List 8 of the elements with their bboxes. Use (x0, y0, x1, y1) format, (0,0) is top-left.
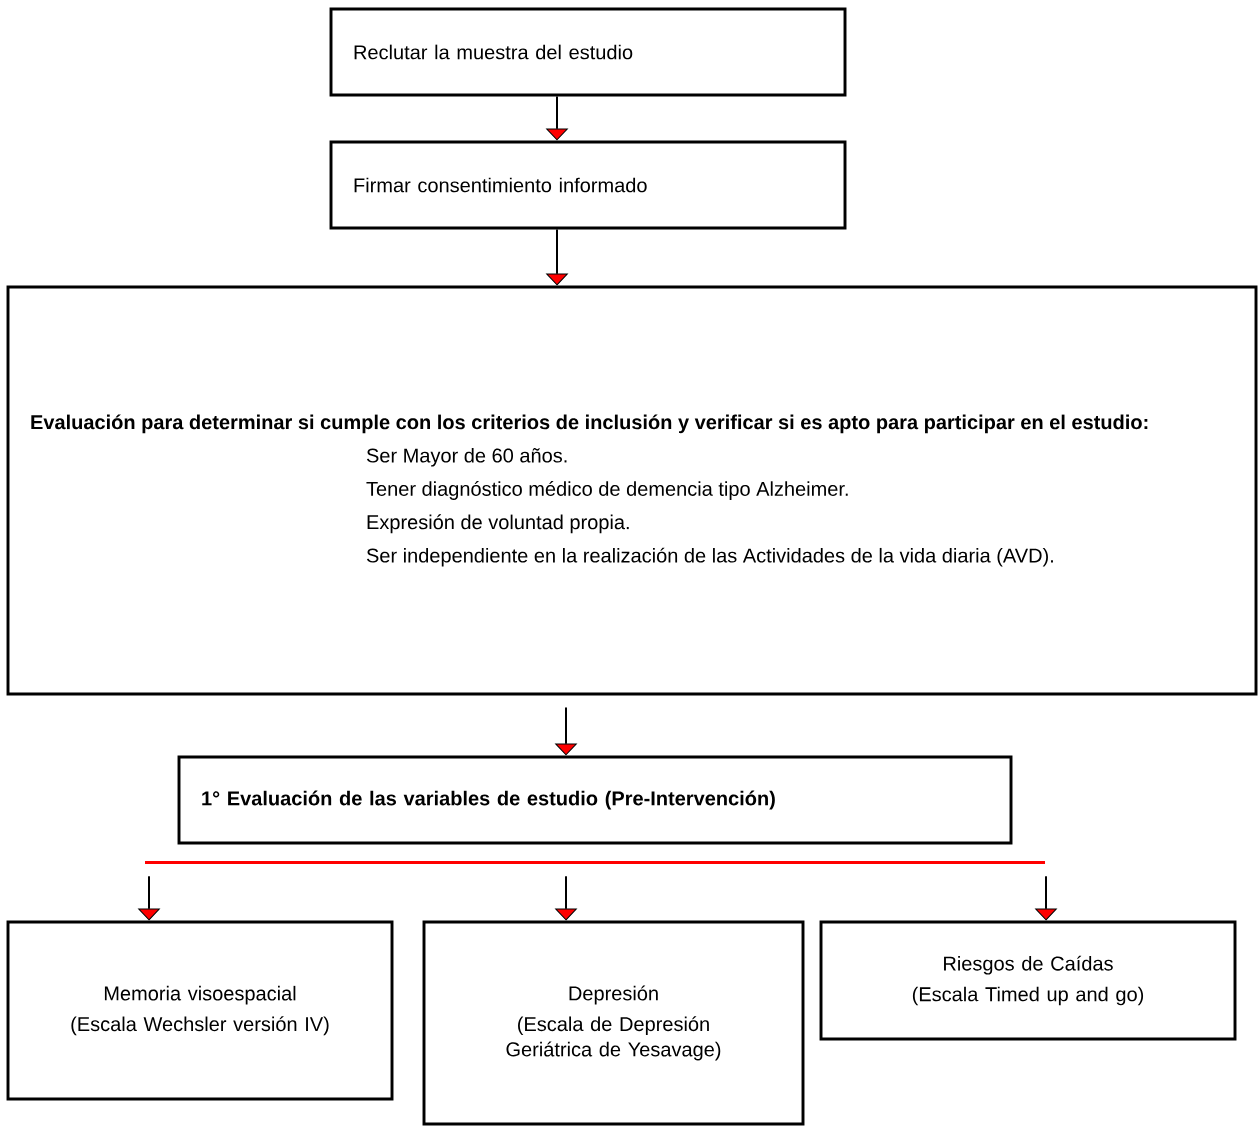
criteria-box: Evaluación para determinar si cumple con los criterios de inclusión y verificar si es apto para participar en el estudio: Ser Mayor de 60 años. Tener diagnóstico médico de demencia tipo Alzheimer. Expresión de voluntad propia. Ser independiente en la realización de las Actividades de la vida diaria (AVD). (6, 285, 1258, 696)
process-box: Riesgos de Caídas (Escala Timed up and go) (819, 920, 1237, 1041)
split-line (145, 861, 1045, 864)
process-box: 1° Evaluación de las variables de estudio (Pre-Intervención) (177, 755, 1013, 845)
process-box: Depresión (Escala de Depresión Geriátrica de Yesavage) (422, 920, 805, 1126)
process-box: Firmar consentimiento informado (329, 140, 847, 230)
process-box: Reclutar la muestra del estudio (329, 7, 847, 97)
process-box: Memoria visoespacial (Escala Wechsler versión IV) (6, 920, 394, 1101)
